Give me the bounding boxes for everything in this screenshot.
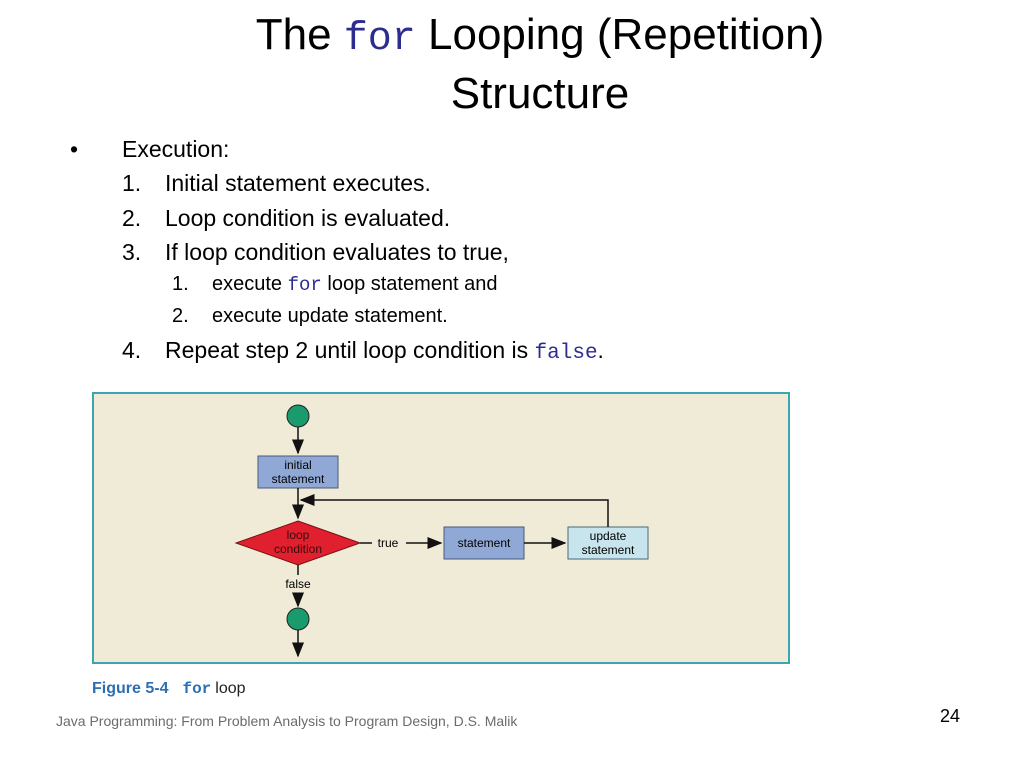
statement-label: statement <box>458 536 511 550</box>
step-number: 4. <box>122 337 142 363</box>
update-label-1: update <box>590 529 627 543</box>
title-prefix: The <box>255 10 344 59</box>
figure-panel: initial statement loop condition true st… <box>92 392 790 664</box>
slide-title: The for Looping (Repetition) Structure <box>140 8 940 121</box>
title-line-2: Structure <box>450 69 630 118</box>
step-text: Loop condition is evaluated. <box>165 205 451 231</box>
step-number: 3. <box>122 239 142 265</box>
caption-code: for <box>182 680 212 698</box>
substep-pre: execute <box>212 273 288 295</box>
title-line-1: The for Looping (Repetition) <box>140 8 940 67</box>
true-label: true <box>378 536 399 550</box>
substep-code: for <box>287 274 322 296</box>
start-terminal <box>286 404 310 428</box>
loop-label-2: condition <box>274 542 322 556</box>
step4-pre: Repeat step 2 until loop condition is <box>165 337 535 363</box>
title-code: for <box>343 17 416 62</box>
false-label: false <box>285 577 311 591</box>
caption-figure: Figure 5-4 <box>92 680 169 697</box>
substep-number: 2. <box>172 305 189 327</box>
step-text: If loop condition evaluates to true, <box>165 239 509 265</box>
update-label-2: statement <box>582 543 635 557</box>
bullet-symbol: • <box>70 136 79 162</box>
step-text: Initial statement executes. <box>165 170 431 196</box>
initial-statement-box <box>257 455 339 489</box>
execution-label: Execution: <box>122 136 230 162</box>
statement-box <box>443 526 525 560</box>
initial-label-1: initial <box>284 458 311 472</box>
page-number: 24 <box>940 706 961 726</box>
step-number: 2. <box>122 205 142 231</box>
title-suffix: Looping (Repetition) <box>415 10 825 59</box>
step-text: Repeat step 2 until loop condition is fa… <box>165 337 604 365</box>
caption-text: loop <box>215 680 246 697</box>
step4-post: . <box>597 337 604 363</box>
loop-label-1: loop <box>287 528 310 542</box>
step4-code: false <box>534 342 598 365</box>
end-terminal <box>286 607 310 631</box>
slide-footer: Java Programming: From Problem Analysis … <box>56 713 518 729</box>
substep-post: loop statement and <box>321 273 498 295</box>
substep-text: execute update statement. <box>212 305 448 327</box>
initial-label-2: statement <box>272 472 325 486</box>
substep-number: 1. <box>172 273 189 295</box>
substep-text: execute for loop statement and <box>212 273 498 296</box>
flowchart: initial statement loop condition true st… <box>234 404 649 658</box>
loop-back-arrow <box>299 494 609 527</box>
update-statement-box <box>567 526 649 560</box>
step-number: 1. <box>122 170 142 196</box>
